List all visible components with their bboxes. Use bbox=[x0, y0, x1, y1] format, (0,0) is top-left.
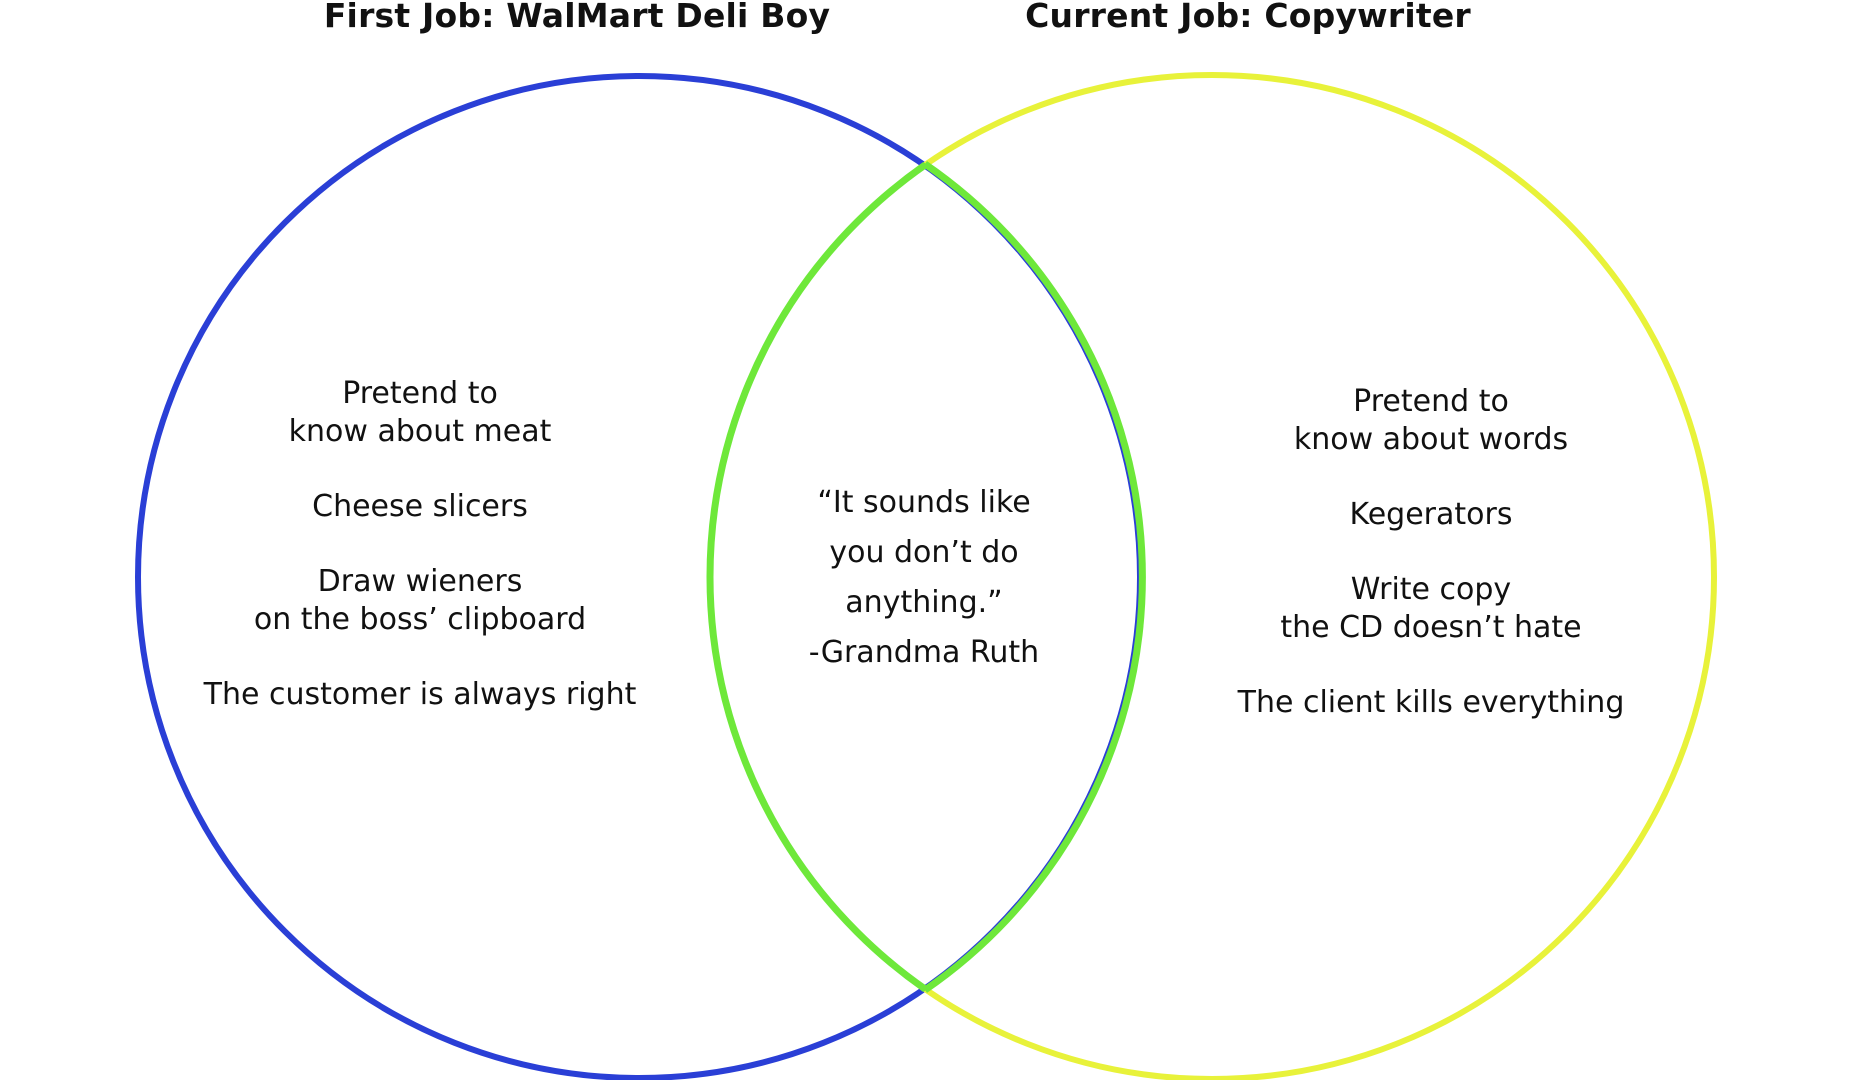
left-item: Draw wieners on the boss’ clipboard bbox=[204, 563, 637, 639]
right-item: Pretend to know about words bbox=[1238, 383, 1625, 459]
left-item: The customer is always right bbox=[204, 676, 637, 714]
overlap-outline-right bbox=[923, 161, 1146, 993]
left-item-line: on the boss’ clipboard bbox=[253, 602, 587, 637]
left-set-title: First Job: WalMart Deli Boy bbox=[323, 0, 831, 35]
left-item: Cheese slicers bbox=[204, 488, 637, 526]
left-item-line: Cheese slicers bbox=[312, 489, 528, 524]
overlap-quote-line: you don’t do bbox=[829, 535, 1019, 570]
right-item-line: know about words bbox=[1293, 422, 1569, 457]
overlap-outline bbox=[706, 74, 1142, 1080]
right-item-line: Kegerators bbox=[1349, 497, 1513, 532]
right-item-line: the CD doesn’t hate bbox=[1280, 610, 1582, 645]
overlap-quote-line: “It sounds like bbox=[817, 485, 1031, 520]
left-only-region: Pretend to know about meat Cheese slicer… bbox=[204, 375, 637, 714]
overlap-region: “It sounds like you don’t do anything.” … bbox=[809, 478, 1039, 678]
overlap-attribution: -Grandma Ruth bbox=[808, 635, 1040, 670]
overlap-quote-line: anything.” bbox=[845, 585, 1003, 620]
left-item-line: know about meat bbox=[288, 414, 552, 449]
right-item-line: Pretend to bbox=[1353, 384, 1509, 419]
left-item-line: Pretend to bbox=[342, 376, 498, 411]
left-item: Pretend to know about meat bbox=[204, 375, 637, 451]
left-item-line: The customer is always right bbox=[203, 677, 637, 712]
right-item-line: Write copy bbox=[1350, 572, 1512, 607]
right-only-region: Pretend to know about words Kegerators W… bbox=[1238, 383, 1625, 722]
left-item-line: Draw wieners bbox=[317, 564, 523, 599]
right-set-title: Current Job: Copywriter bbox=[1025, 0, 1471, 35]
right-item: Kegerators bbox=[1238, 496, 1625, 534]
right-item: The client kills everything bbox=[1238, 684, 1625, 722]
right-item: Write copy the CD doesn’t hate bbox=[1238, 571, 1625, 647]
right-item-line: The client kills everything bbox=[1237, 685, 1625, 720]
